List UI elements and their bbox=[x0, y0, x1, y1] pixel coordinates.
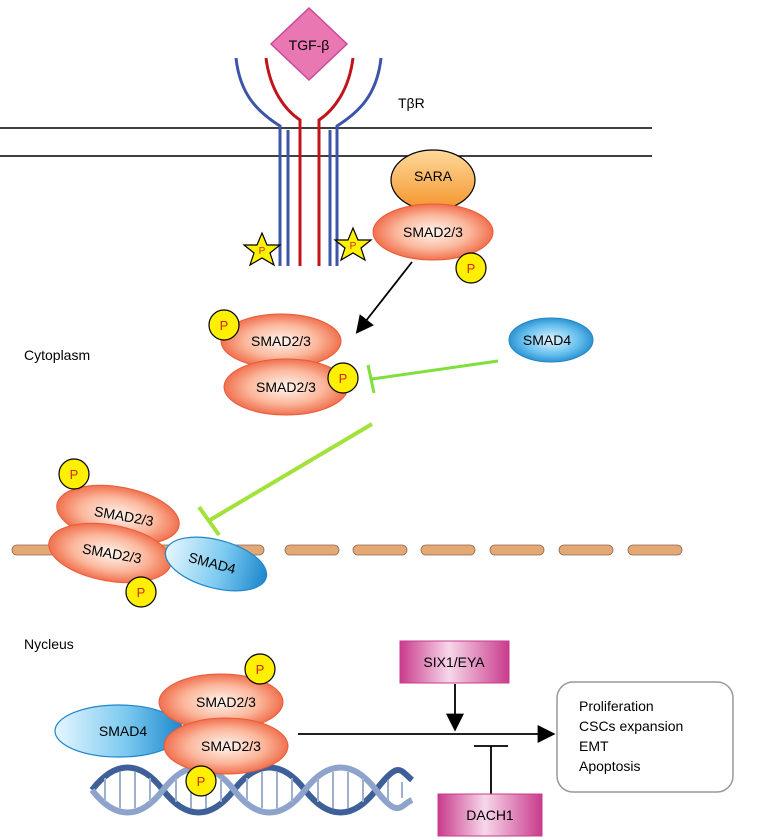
svg-text:SMAD2/3: SMAD2/3 bbox=[251, 333, 311, 349]
cytoplasm-label: Cytoplasm bbox=[24, 347, 90, 363]
membrane-smad23: SMAD2/3 bbox=[372, 203, 494, 261]
outcome-item: CSCs expansion bbox=[579, 718, 683, 734]
outcome-item: Apoptosis bbox=[579, 758, 640, 774]
svg-text:P: P bbox=[137, 585, 146, 600]
tbr-label: TβR bbox=[398, 95, 425, 111]
receptor-phospho-star-right: P bbox=[333, 226, 373, 262]
svg-text:SMAD2/3: SMAD2/3 bbox=[201, 738, 261, 754]
outcome-item: Proliferation bbox=[579, 698, 654, 714]
cytoplasm-smad4: SMAD4 bbox=[508, 317, 594, 363]
inhibition-line-cytoplasm bbox=[366, 359, 499, 394]
svg-text:P: P bbox=[220, 318, 229, 333]
tgf-beta-receptor bbox=[234, 57, 383, 266]
nucleus-label: Nycleus bbox=[24, 636, 74, 652]
receptor-phospho-star-left: P bbox=[242, 231, 282, 267]
svg-text:P: P bbox=[350, 241, 357, 252]
sara-protein: SARA bbox=[390, 149, 476, 211]
svg-text:SMAD4: SMAD4 bbox=[523, 332, 571, 348]
svg-text:SMAD2/3: SMAD2/3 bbox=[256, 379, 316, 395]
outcomes-box: Proliferation CSCs expansion EMT Apoptos… bbox=[556, 681, 734, 793]
inhibition-line-nuclear-import bbox=[197, 422, 374, 537]
membrane-smad23-phospho: P bbox=[455, 252, 487, 284]
svg-text:SMAD2/3: SMAD2/3 bbox=[196, 694, 256, 710]
svg-text:P: P bbox=[339, 371, 348, 386]
tgf-beta-ligand: TGF-β bbox=[269, 6, 349, 82]
dach1-box: DACH1 bbox=[437, 793, 543, 837]
translocating-smad-complex: SMAD2/3 SMAD2/3 SMAD4 P P bbox=[48, 458, 268, 608]
svg-text:SMAD4: SMAD4 bbox=[99, 723, 147, 739]
outcome-item: EMT bbox=[579, 738, 609, 754]
svg-text:P: P bbox=[259, 246, 266, 257]
svg-text:P: P bbox=[197, 774, 206, 789]
tgf-beta-label: TGF-β bbox=[289, 37, 330, 53]
svg-text:P: P bbox=[256, 662, 265, 677]
activation-arrow bbox=[355, 261, 413, 334]
svg-text:P: P bbox=[467, 261, 476, 276]
dna-helix bbox=[89, 764, 414, 816]
nuclear-smad-complex: SMAD4 SMAD2/3 SMAD2/3 P P bbox=[54, 653, 289, 797]
svg-text:DACH1: DACH1 bbox=[466, 807, 514, 823]
svg-text:SARA: SARA bbox=[414, 168, 453, 184]
svg-text:SIX1/EYA: SIX1/EYA bbox=[423, 654, 485, 670]
svg-text:SMAD2/3: SMAD2/3 bbox=[403, 224, 463, 240]
cytoplasm-smad23-dimer: SMAD2/3 SMAD2/3 P P bbox=[208, 309, 359, 416]
svg-text:P: P bbox=[70, 467, 79, 482]
six1-eya-box: SIX1/EYA bbox=[399, 640, 510, 684]
dach1-inhibition bbox=[474, 745, 508, 794]
